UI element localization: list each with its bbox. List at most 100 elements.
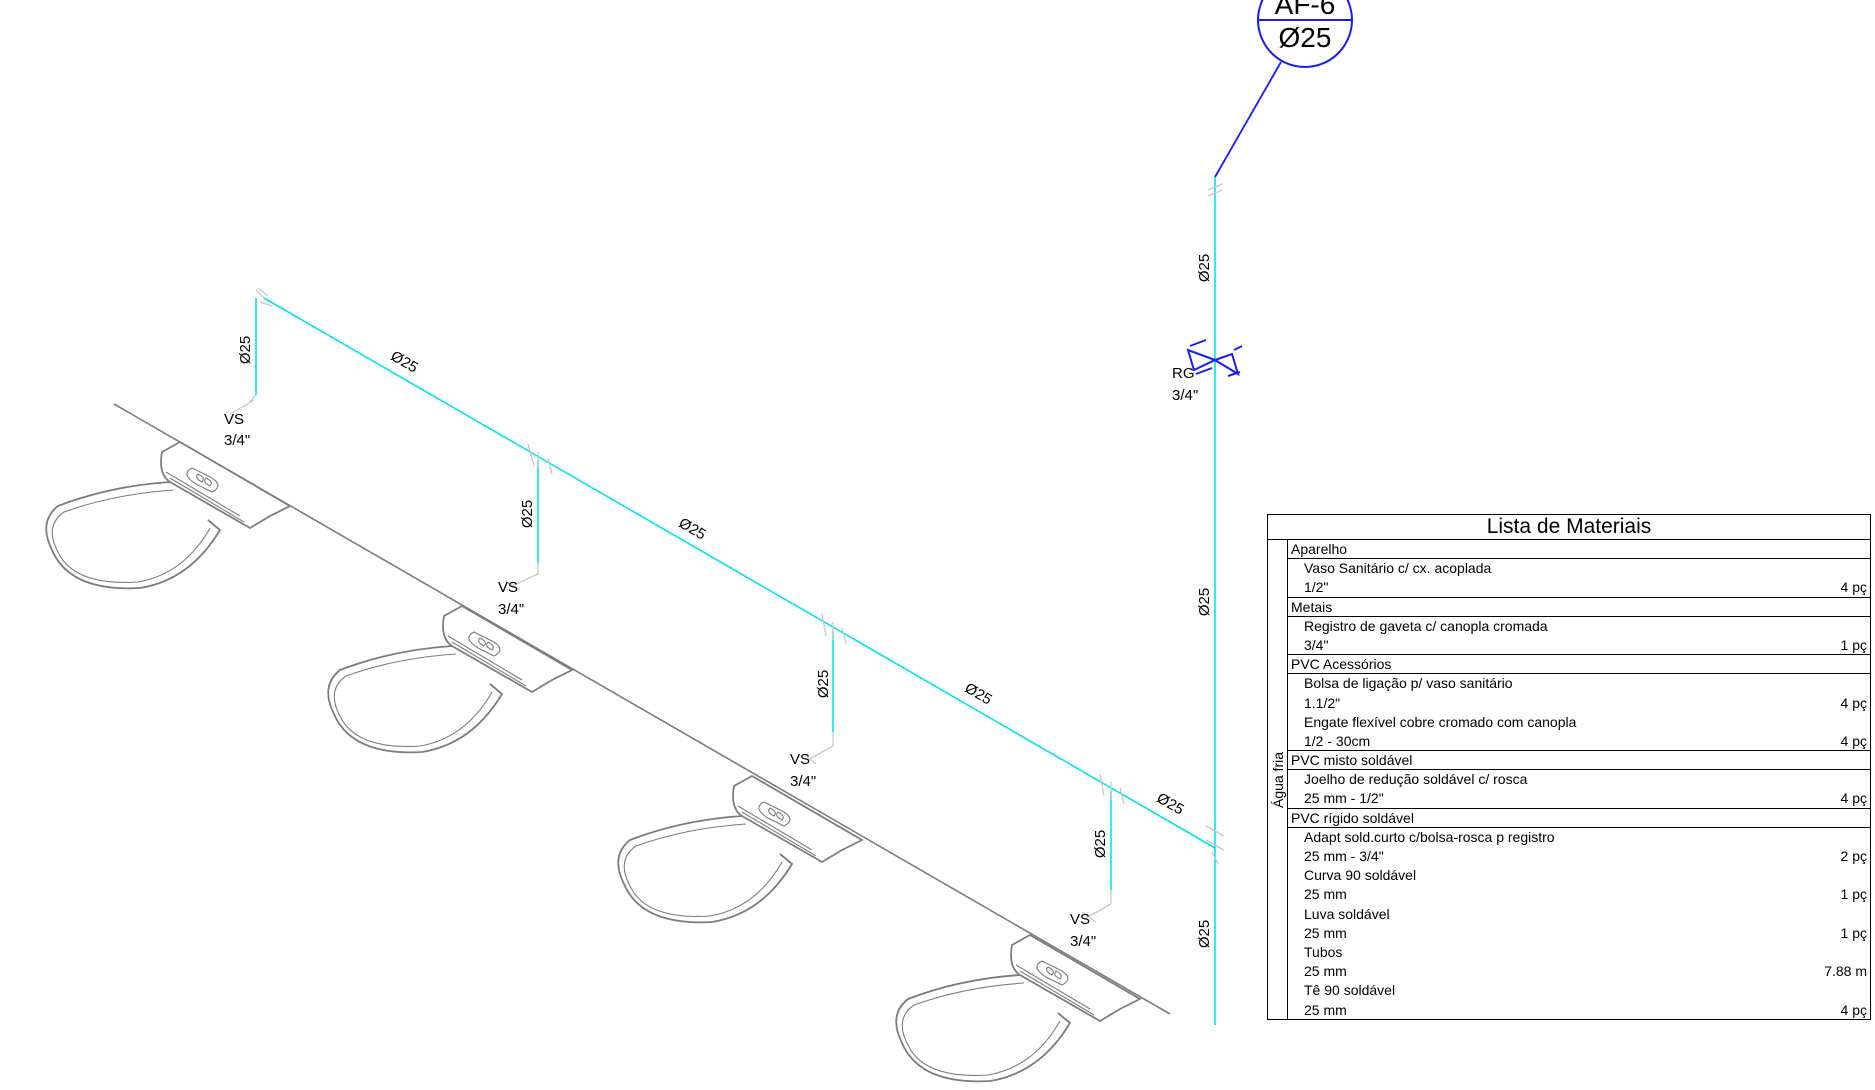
materials-item-name: Luva soldável: [1304, 905, 1390, 922]
toilet-outline: [160, 440, 292, 530]
toilet-outline: [617, 815, 794, 924]
fitting-coupling-riser: [1207, 183, 1223, 197]
materials-item-size: 25 mm: [1304, 963, 1347, 980]
main-pipe: [263, 297, 1216, 849]
toilet-outline: [442, 604, 574, 694]
toilet-outline: [623, 823, 783, 917]
materials-item-row: 25 mm 1 pç: [1288, 885, 1870, 904]
materials-item-name: Joelho de redução soldável c/ rosca: [1304, 771, 1528, 788]
materials-item-qty: 4 pç: [1840, 579, 1867, 596]
riser-tag: AF-6 Ø25: [1257, 0, 1353, 68]
toilet-icon: [327, 604, 574, 754]
materials-item-name: Curva 90 soldável: [1304, 867, 1417, 884]
toilet-outline: [478, 637, 494, 651]
materials-item-name: Tê 90 soldável: [1304, 982, 1396, 999]
materials-side-label: Água fria: [1268, 540, 1288, 1019]
materials-item-size: 1/2 - 30cm: [1304, 732, 1371, 749]
materials-item-qty: 1 pç: [1840, 886, 1867, 903]
toilet-outline: [196, 473, 212, 487]
materials-item-name: Adapt sold.curto c/bolsa-rosca p registr…: [1304, 828, 1555, 845]
materials-category: Aparelho: [1288, 540, 1870, 560]
materials-item-name: Vaso Sanitário c/ cx. acoplada: [1304, 560, 1492, 577]
materials-item-qty: 4 pç: [1840, 694, 1867, 711]
fixtures-layer: [45, 440, 1142, 1083]
toilet-outline: [333, 653, 493, 747]
tag-leader-line: [1214, 61, 1282, 178]
fittings: [229, 183, 1225, 923]
valve-label-code: RG: [1172, 365, 1195, 382]
branch-label-2: Ø25: [519, 500, 536, 528]
pipe-network: [255, 177, 1216, 1025]
materials-item-size: 25 mm: [1304, 886, 1347, 903]
svg-text:3/4": 3/4": [224, 432, 250, 449]
materials-item-row: 25 mm 4 pç: [1288, 1001, 1870, 1020]
svg-text:VS: VS: [498, 579, 518, 596]
svg-text:VS: VS: [790, 751, 810, 768]
toilet-outline: [895, 974, 1072, 1083]
fixture-label-2: VS 3/4": [498, 579, 524, 618]
branch-label-3: Ø25: [815, 670, 832, 698]
materials-item-qty: 1 pç: [1840, 636, 1867, 653]
fitting-elbow-1: [229, 287, 273, 415]
toilet-outline: [901, 982, 1061, 1076]
materials-item-size: 25 mm - 1/2": [1304, 790, 1384, 807]
riser-label-3: Ø25: [1196, 920, 1213, 948]
materials-item-name: Registro de gaveta c/ canopla cromada: [1304, 617, 1548, 634]
toilet-outline: [1046, 966, 1062, 980]
fitting-elbow-riser: [1205, 825, 1225, 865]
toilet-outline: [468, 631, 501, 657]
main-label-4: Ø25: [1154, 790, 1187, 819]
riser-label-2: Ø25: [1196, 588, 1213, 616]
materials-item-row: 3/4" 1 pç: [1288, 636, 1870, 656]
materials-item-size: 25 mm - 3/4": [1304, 848, 1384, 864]
fitting-tee-4: [1081, 773, 1125, 923]
toilet-outline: [186, 467, 219, 493]
branch-label-4: Ø25: [1092, 830, 1109, 858]
svg-text:VS: VS: [1070, 911, 1090, 928]
materials-item-size: 1.1/2": [1304, 694, 1341, 711]
materials-item-size: 3/4": [1304, 636, 1329, 653]
toilet-outline: [1010, 933, 1142, 1023]
toilet-outline: [45, 481, 222, 590]
toilet-outline: [1036, 960, 1069, 986]
toilet-outline: [327, 645, 504, 754]
materials-item-qty: 4 pç: [1840, 1001, 1867, 1018]
materials-item-qty: 1 pç: [1840, 924, 1867, 941]
toilet-outline: [165, 471, 245, 523]
fitting-tee-2: [505, 443, 553, 591]
materials-category: PVC Acessórios: [1288, 655, 1870, 675]
materials-item-row: 25 mm - 1/2" 4 pç: [1288, 789, 1870, 809]
toilet-outline: [758, 801, 791, 827]
materials-item-row: 25 mm 1 pç: [1288, 924, 1870, 943]
materials-title: Lista de Materiais: [1268, 515, 1870, 540]
materials-item-qty: 4 pç: [1840, 790, 1867, 807]
toilet-outline: [732, 774, 864, 864]
toilet-outline: [1015, 964, 1095, 1016]
toilet-icon: [45, 440, 292, 590]
riser-tag-diameter: Ø25: [1279, 22, 1332, 53]
materials-item-name: Tubos: [1304, 943, 1343, 960]
materials-item-size: 25 mm: [1304, 924, 1347, 941]
materials-category: PVC rígido soldável: [1288, 809, 1870, 828]
fixture-label-1: VS 3/4": [224, 411, 250, 449]
toilet-outline: [51, 489, 211, 583]
fitting-tee-3: [803, 613, 847, 765]
materials-item-qty: 2 pç: [1840, 848, 1867, 864]
materials-item-name: Engate flexível cobre cromado com canopl…: [1304, 713, 1577, 730]
svg-text:3/4": 3/4": [498, 601, 524, 618]
branch-label-1: Ø25: [237, 336, 254, 364]
gate-valve-icon: [1186, 339, 1243, 377]
svg-text:3/4": 3/4": [790, 773, 816, 790]
toilet-outline: [737, 805, 817, 857]
svg-text:3/4": 3/4": [1070, 933, 1096, 950]
riser-label-1: Ø25: [1196, 254, 1213, 282]
materials-item-size: 25 mm: [1304, 1001, 1347, 1018]
materials-item-row: 1/2"4 pç: [1288, 578, 1870, 598]
toilet-icon: [895, 933, 1142, 1083]
valve-label-size: 3/4": [1172, 387, 1198, 404]
